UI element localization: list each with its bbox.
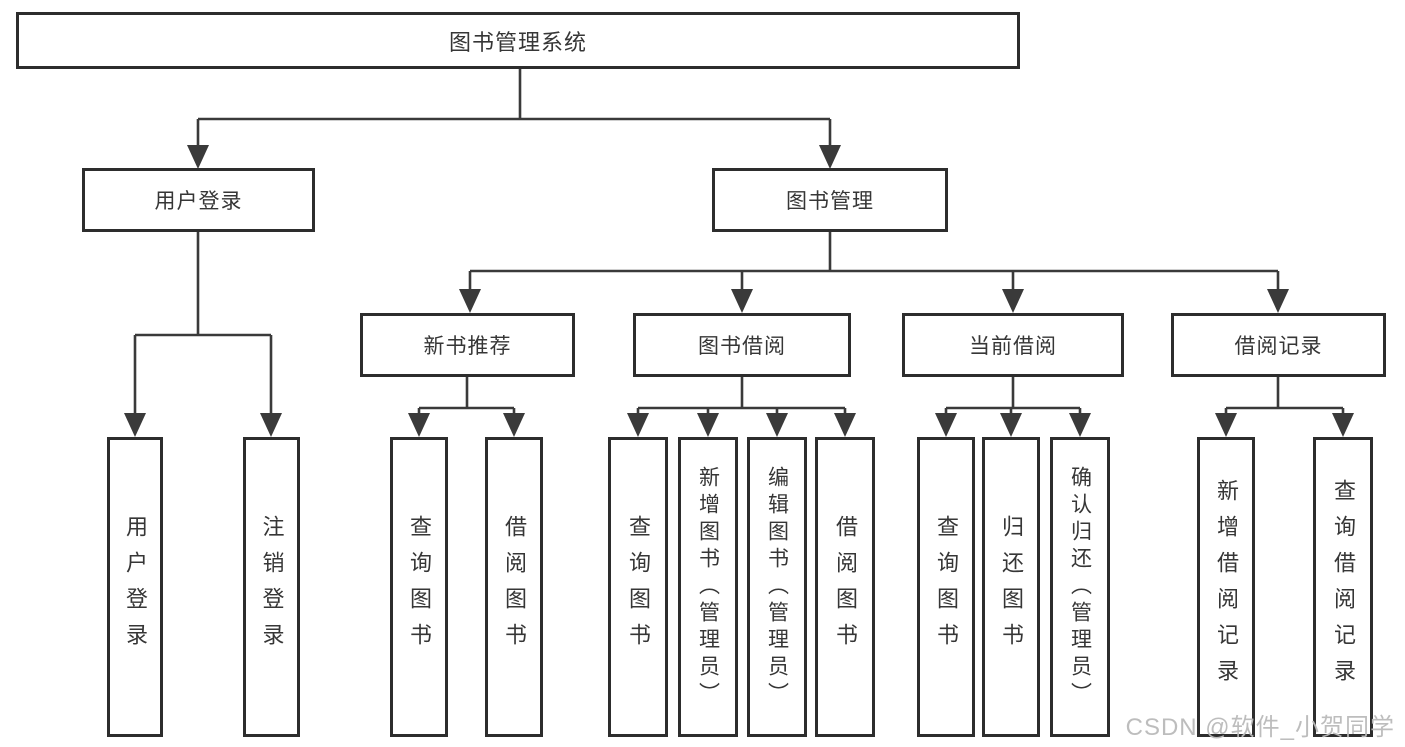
leaf-return-book: 归还图书 [982, 437, 1040, 737]
leaf-query-books-borrow: 查询图书 [608, 437, 668, 737]
node-label: 图书管理系统 [448, 29, 587, 55]
node-book-borrow: 图书借阅 [633, 313, 851, 377]
leaf-add-book-admin: 新增图书（管理员） [678, 437, 738, 737]
node-label: 图书借阅 [698, 335, 786, 358]
leaf-label: 确认归还（管理员） [1068, 465, 1092, 709]
leaf-query-books-current: 查询图书 [917, 437, 975, 737]
node-label: 图书管理 [786, 190, 874, 213]
leaf-logout: 注销登录 [243, 437, 300, 737]
node-label: 新书推荐 [423, 335, 512, 358]
leaf-user-login: 用户登录 [107, 437, 163, 737]
leaf-label: 查询借阅记录 [1331, 479, 1356, 695]
leaf-label: 查询图书 [626, 515, 651, 659]
leaf-borrow-books-newbook: 借阅图书 [485, 437, 543, 737]
node-user-login: 用户登录 [82, 168, 315, 232]
node-current-borrow: 当前借阅 [902, 313, 1124, 377]
leaf-label: 借阅图书 [833, 515, 858, 659]
leaf-label: 归还图书 [999, 515, 1024, 659]
arrowheads [124, 145, 1354, 437]
node-book-management: 图书管理 [712, 168, 948, 232]
node-new-book-recommend: 新书推荐 [360, 313, 575, 377]
node-label: 当前借阅 [969, 335, 1057, 358]
leaf-label: 新增借阅记录 [1214, 479, 1239, 695]
leaf-add-borrow-record: 新增借阅记录 [1197, 437, 1255, 737]
leaf-confirm-return-admin: 确认归还（管理员） [1050, 437, 1110, 737]
leaf-label: 查询图书 [934, 515, 959, 659]
leaf-label: 编辑图书（管理员） [765, 465, 789, 709]
node-borrow-records: 借阅记录 [1171, 313, 1386, 377]
leaf-borrow-books-borrow: 借阅图书 [815, 437, 875, 737]
leaf-query-borrow-record: 查询借阅记录 [1313, 437, 1373, 737]
connector-paths [133, 69, 1345, 415]
leaf-query-books-newbook: 查询图书 [390, 437, 448, 737]
leaf-label: 查询图书 [407, 515, 432, 659]
node-label: 用户登录 [154, 190, 243, 213]
leaf-label: 借阅图书 [502, 515, 527, 659]
node-label: 借阅记录 [1234, 335, 1323, 358]
leaf-edit-book-admin: 编辑图书（管理员） [747, 437, 807, 737]
leaf-label: 注销登录 [259, 515, 285, 659]
node-library-management-system: 图书管理系统 [16, 12, 1020, 69]
leaf-label: 用户登录 [123, 515, 148, 659]
csdn-watermark: CSDN @软件_小贺同学 [1125, 714, 1395, 741]
leaf-label: 新增图书（管理员） [696, 465, 720, 709]
